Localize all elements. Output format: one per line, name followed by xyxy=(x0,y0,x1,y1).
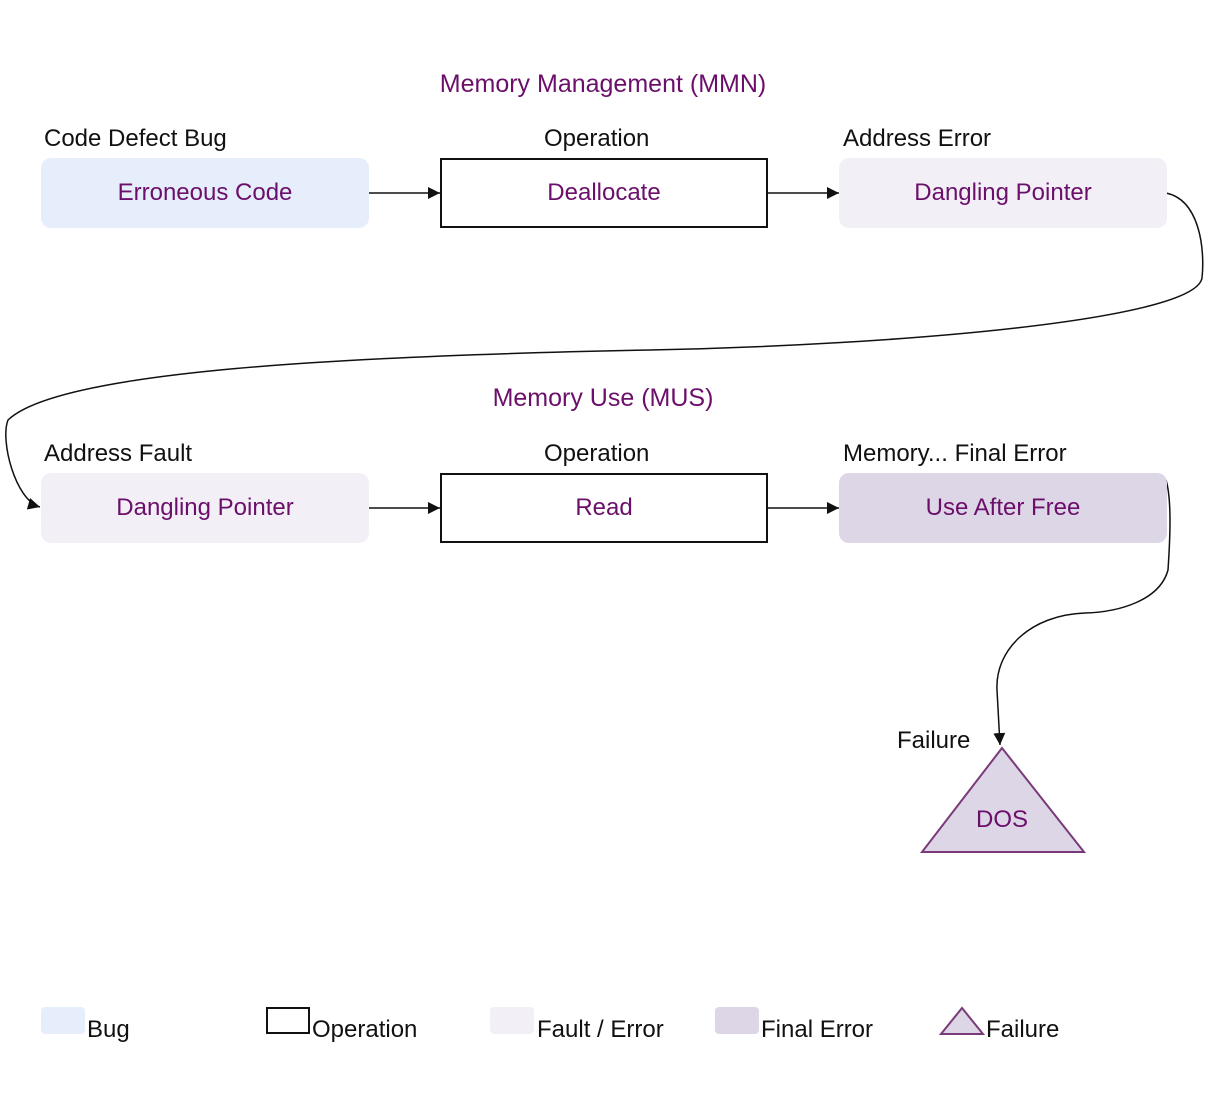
legend-operation-swatch xyxy=(266,1007,310,1034)
dangling-pointer-error-box: Dangling Pointer xyxy=(839,158,1167,228)
mmn-title: Memory Management (MMN) xyxy=(439,70,767,98)
failure-label: Failure xyxy=(897,727,971,754)
operation-label-1: Operation xyxy=(544,125,650,152)
dos-text: DOS xyxy=(975,806,1028,833)
arrow-dangling-to-address-fault xyxy=(5,192,1204,510)
legend-final-swatch xyxy=(715,1007,759,1034)
legend-bug-label: Bug xyxy=(87,1016,130,1043)
failure-triangle xyxy=(919,746,1087,853)
legend-operation-label: Operation xyxy=(312,1016,418,1043)
deallocate-box: Deallocate xyxy=(440,158,768,228)
final-error-label: Memory... Final Error xyxy=(843,440,1067,467)
address-fault-label: Address Fault xyxy=(44,440,193,467)
legend-bug-swatch xyxy=(41,1007,85,1034)
operation-label-2: Operation xyxy=(544,440,650,467)
arrow-uaf-to-dos xyxy=(993,479,1171,746)
read-box: Read xyxy=(440,473,768,543)
legend-final-label: Final Error xyxy=(761,1016,874,1043)
legend-fault-swatch xyxy=(490,1007,534,1034)
legend-failure-triangle xyxy=(938,1006,986,1035)
legend-fault-label: Fault / Error xyxy=(537,1016,664,1043)
erroneous-code-box: Erroneous Code xyxy=(41,158,369,228)
dangling-pointer-fault-box: Dangling Pointer xyxy=(41,473,369,543)
bug-label: Code Defect Bug xyxy=(44,125,227,152)
mus-title: Memory Use (MUS) xyxy=(492,384,714,412)
legend-failure-label: Failure xyxy=(986,1016,1060,1043)
use-after-free-box: Use After Free xyxy=(839,473,1167,543)
address-error-label: Address Error xyxy=(843,125,992,152)
